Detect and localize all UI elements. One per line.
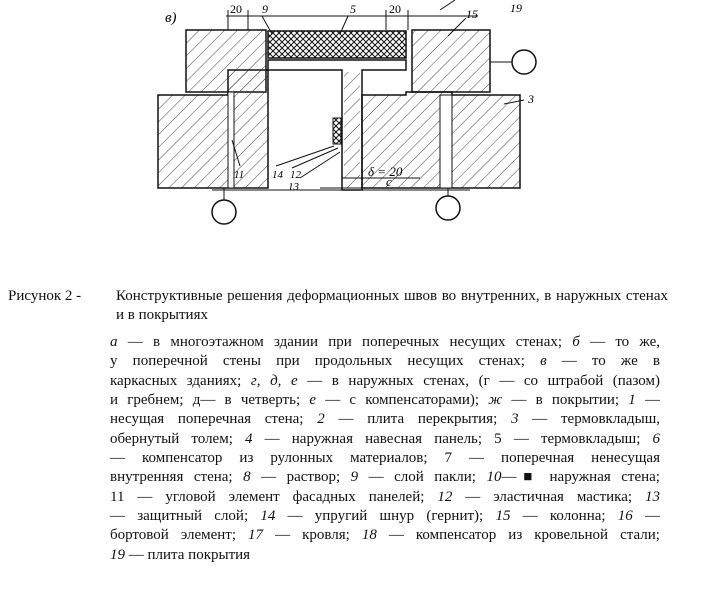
caption-title: Конструктивные решения деформационных шв… [116,288,668,324]
callout-9: 9 [262,2,268,16]
dim-delta: δ = 20 [368,164,403,179]
legend-segment: — [632,508,661,525]
legend-line: каркасных зданиях; г, д, е — в наружных … [110,372,660,391]
dim-right-20: 20 [389,2,401,16]
legend-segment: 3 [511,411,519,428]
legend-segment: — слой пакли; [358,469,487,486]
axis-marker-top [511,49,537,75]
legend-segment: несущая поперечная стена; [110,411,318,428]
legend-segment: б [572,334,580,350]
legend-segment: 17 [248,527,264,544]
legend-segment: 9 [350,469,359,486]
legend-segment: 8 [243,469,251,486]
legend-segment: — в наружных стенах, (г — со штрабой (па… [297,372,661,389]
joint-cross-section-drawing: в) 20 20 δ = 20 c [157,0,537,225]
legend-line: — компенсатор из рулонных материалов; 7 … [110,449,660,468]
caption-label: Рисунок 2 - [8,288,82,304]
axis-marker-left [211,199,237,225]
legend-segment: г, д, е [250,372,298,389]
legend-segment: е [309,392,317,409]
legend-segment: — в покрытии; [502,392,629,409]
legend-segment: — то же в [546,353,661,370]
panel-label: в) [165,10,177,26]
legend-segment: каркасных зданиях; [110,372,251,389]
callout-14: 14 [272,169,284,181]
legend-segment: 6 [652,430,661,447]
callout-15: 15 [466,7,478,21]
callout-5: 5 [350,2,356,16]
dim-left-20: 20 [230,2,242,16]
legend-segment: — защитный слой; [110,508,261,525]
legend-line: у поперечной стены при продольных несущи… [110,352,660,371]
legend-segment: — в многоэтажном здании при поперечных н… [117,334,573,350]
legend-segment: в [540,353,547,370]
legend-segment: — колонна; [510,508,618,525]
legend-segment: 11 — угловой элемент фасадных панелей; [110,488,438,505]
thermal-insert [267,30,407,59]
legend-segment: и гребнем; д— в четверть; [110,392,310,409]
legend-line: бортовой элемент; 17 — кровля; 18 — комп… [110,526,660,545]
legend-segment: у поперечной стены при продольных несущи… [110,353,541,370]
callout-11: 11 [234,169,244,181]
legend-segment: — термовкладыш, [518,411,660,428]
left-wall-panel [157,69,269,189]
legend-segment: 10 [486,469,502,486]
legend-segment: — кровля; [263,527,362,544]
legend-line: несущая поперечная стена; 2 — плита пере… [110,410,660,429]
callout-3: 3 [527,92,534,106]
leaders [231,15,525,179]
legend-line: внутренняя стена; 8 — раствор; 9 — слой … [110,468,660,487]
legend-segment: — плита покрытия [125,546,251,563]
callout-19: 19 [510,1,522,15]
legend-segment: —■ наружная стена; [501,469,660,486]
axis-marker-right [435,195,461,221]
legend-segment: 12 [437,488,453,505]
legend-line: — защитный слой; 14 — упругий шнур (герн… [110,507,660,526]
legend-segment: — компенсатор из рулонных материалов; 7 … [110,450,660,467]
dim-c: c [386,174,392,189]
legend-line: 11 — угловой элемент фасадных панелей; 1… [110,488,660,507]
legend-segment: — упругий шнур (гернит); [275,508,496,525]
bottom-dimensions [320,177,448,189]
legend-segment: — [635,392,660,409]
legend-segment: — плита перекрытия; [324,411,511,428]
legend-segment: ж [488,392,503,409]
mastic-strip [332,117,342,145]
legend-segment: 2 [317,411,325,428]
legend-segment: — то же, [579,334,661,350]
legend-segment: 1 [628,392,636,409]
legend-segment: внутренняя стена; [110,469,244,486]
legend-segment: — компенсатор из кровельной стали; [376,527,660,544]
legend-segment: — раствор; [250,469,351,486]
legend-segment: 16 [617,508,633,525]
legend-segment: а [110,334,118,350]
callout-12: 12 [290,169,302,181]
legend-segment: — наружная навесная панель; 5 — термовкл… [252,430,653,447]
legend-segment: 19 [110,546,125,563]
callout-13: 13 [288,181,300,193]
legend-segment: обернутый толем; [110,430,245,447]
legend-segment: 14 [260,508,276,525]
legend-segment: 15 [495,508,511,525]
legend-segment: — с компенсаторами); [316,392,489,409]
legend-line: 19 — плита покрытия [110,546,660,565]
legend-segment: бортовой элемент; [110,527,249,544]
legend-segment: 4 [245,430,253,447]
top-dimension [226,0,478,30]
legend-line: и гребнем; д— в четверть; е — с компенса… [110,391,660,410]
legend-segment: 13 [645,488,660,505]
legend-line: а — в многоэтажном здании при поперечных… [110,333,660,352]
legend-segment: — эластичная мастика; [452,488,645,505]
legend-segment: 18 [361,527,377,544]
legend-line: обернутый толем; 4 — наружная навесная п… [110,430,660,449]
right-column-block [411,29,491,93]
figure-legend: а — в многоэтажном здании при поперечных… [110,333,660,565]
